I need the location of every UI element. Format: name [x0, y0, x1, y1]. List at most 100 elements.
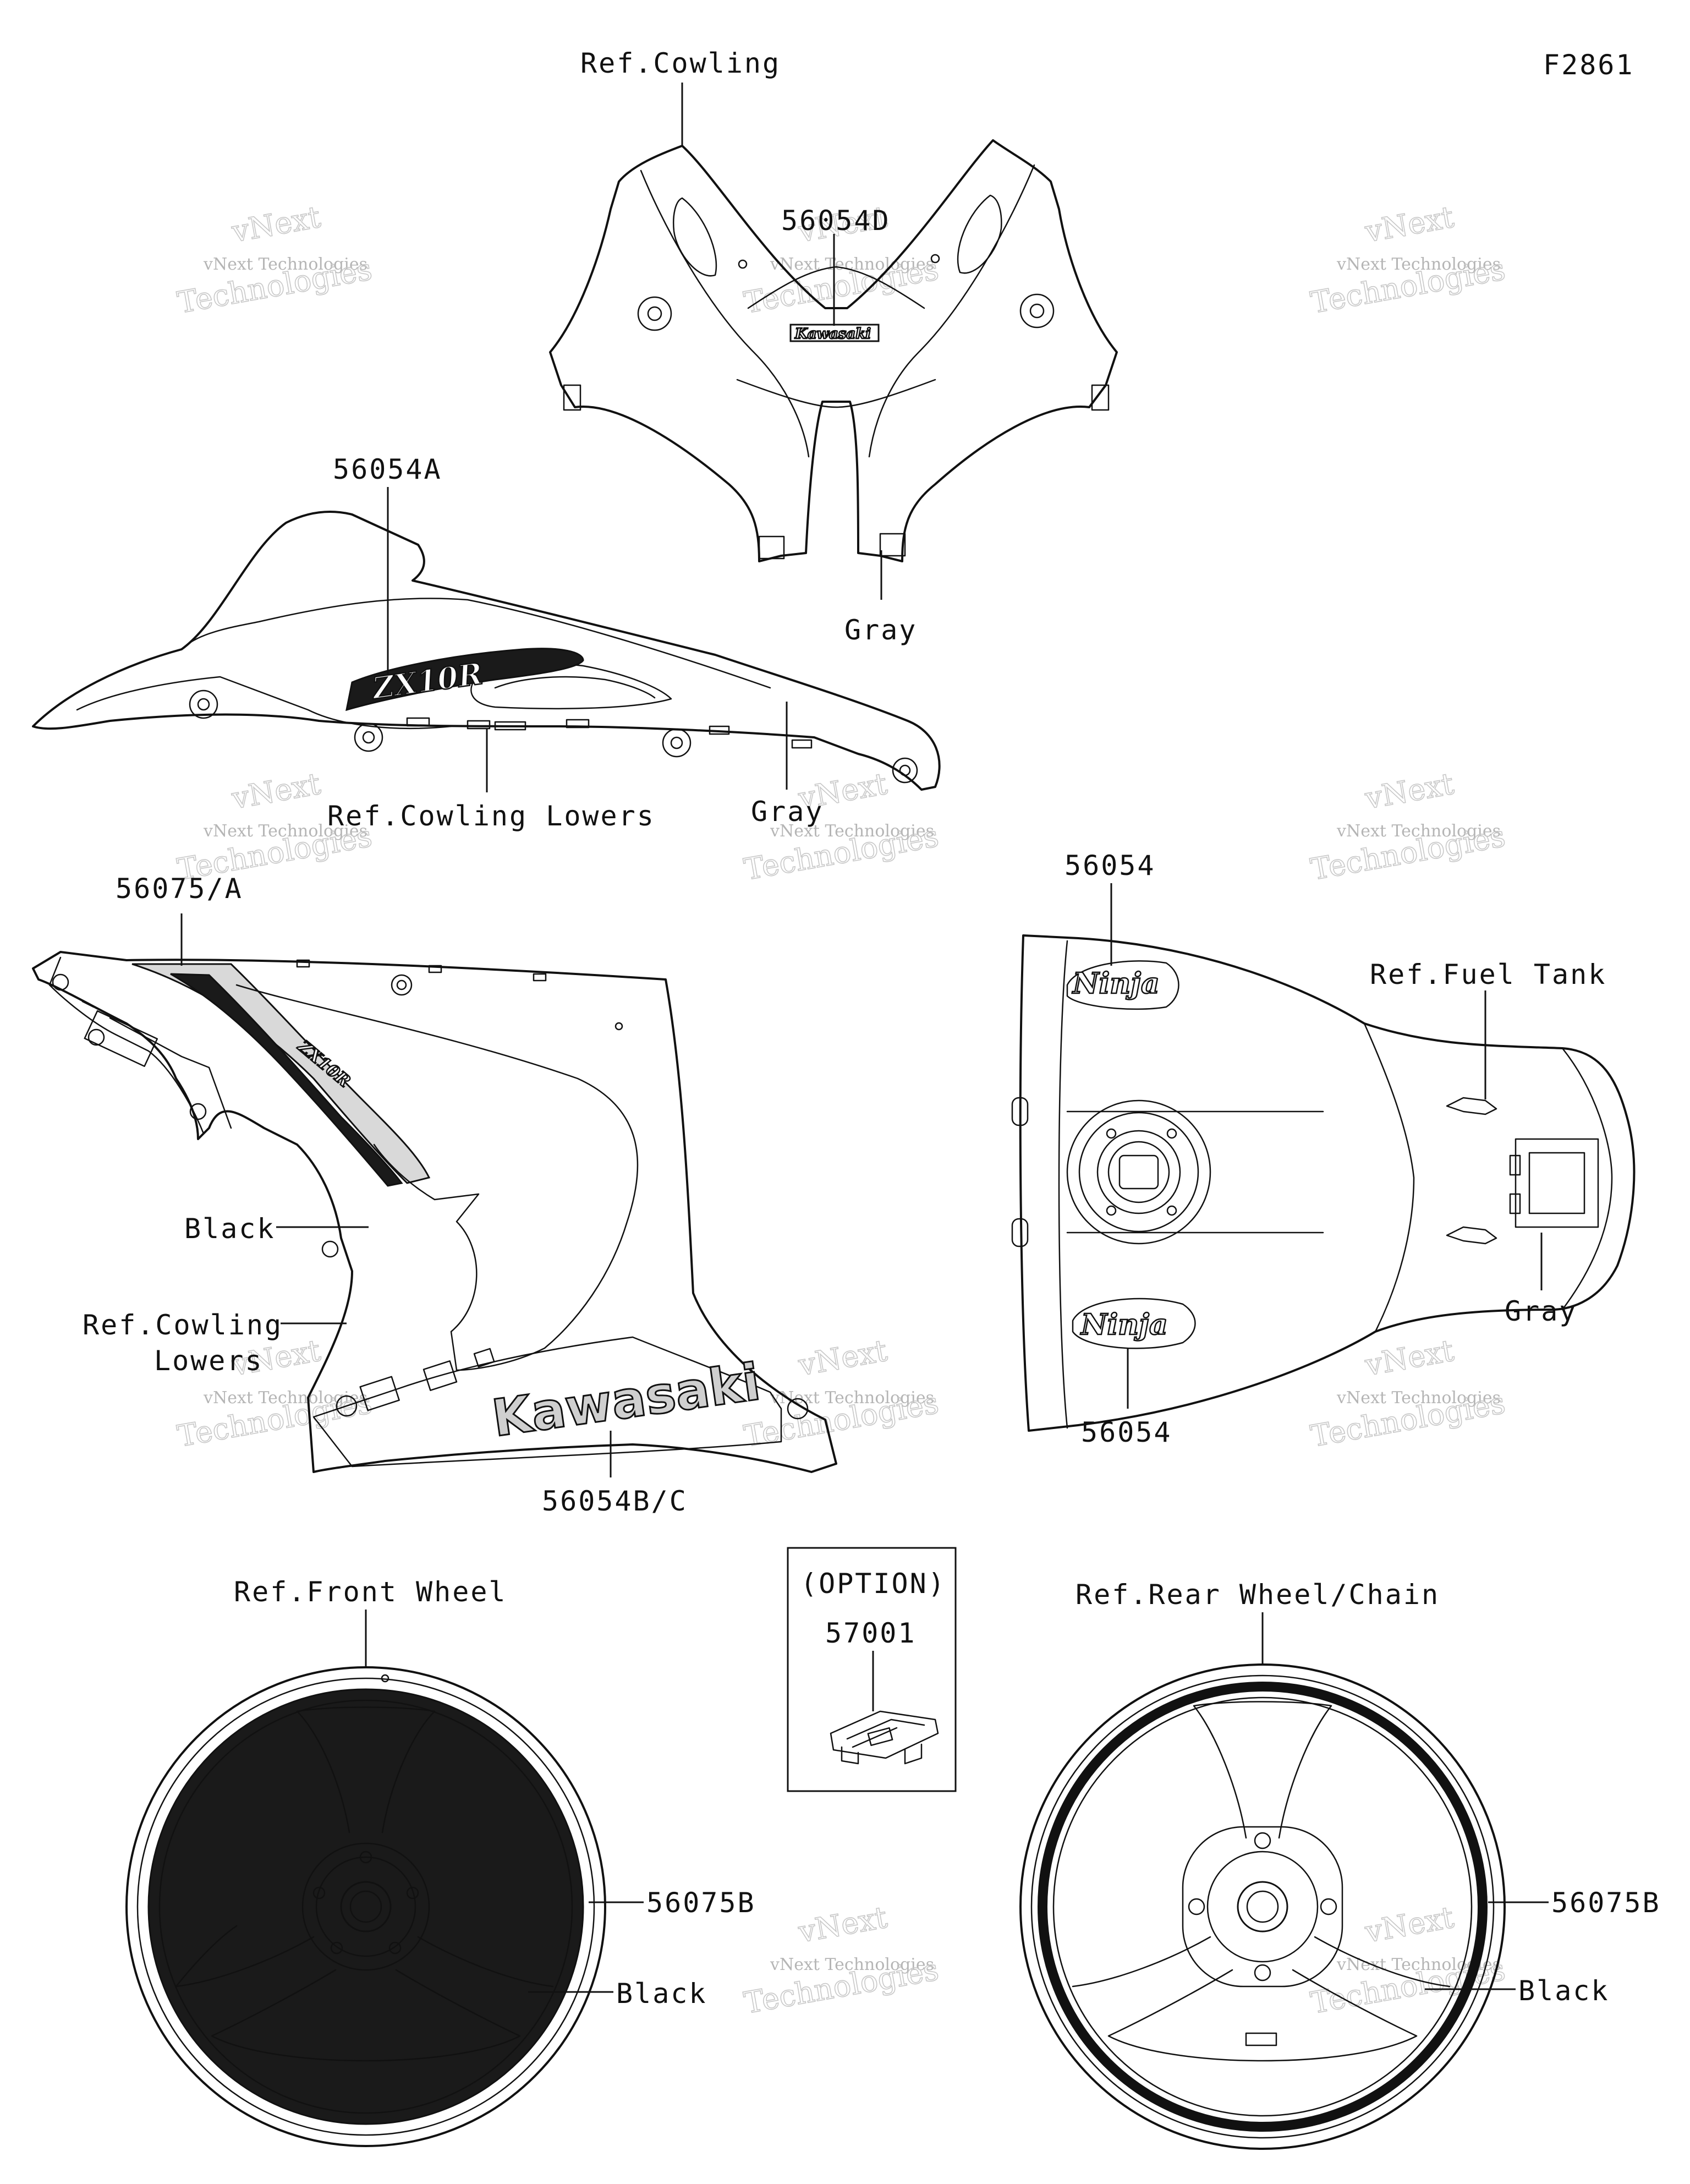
- mount-hole-icon: [614, 1022, 623, 1031]
- mount-hole-icon: [670, 736, 683, 749]
- side-fairing-outline: [32, 511, 941, 791]
- side-cowling-panel[interactable]: ZX10R Kawasaki: [32, 951, 837, 1473]
- mount-hole-icon: [336, 1395, 358, 1417]
- watermark-brand: vNext: [1362, 1333, 1457, 1382]
- front-wheel-axle-bore: [349, 1890, 382, 1923]
- mount-tab-icon: [563, 384, 581, 411]
- decal-56054d[interactable]: Kawasaki: [789, 324, 880, 343]
- bolt-icon: [359, 1851, 372, 1864]
- front-wheel-axle-icon: [340, 1881, 392, 1933]
- label-ref-fuel-tank: Ref.Fuel Tank: [1370, 959, 1606, 990]
- label-56054-bottom[interactable]: 56054: [1081, 1416, 1172, 1448]
- mount-tab-icon: [1011, 1218, 1029, 1247]
- rear-wheel-axle-bore: [1246, 1890, 1279, 1923]
- valve-icon: [1245, 2032, 1277, 2046]
- bolt-icon: [1254, 1832, 1271, 1849]
- mount-hole-icon: [930, 254, 940, 264]
- fuel-cap-key-slot: [1118, 1154, 1159, 1190]
- fuel-cap-icon: [1096, 1130, 1181, 1214]
- mount-hole-icon: [892, 757, 918, 784]
- side-cowling-front-structure: [48, 956, 232, 1135]
- rear-wheel-axle-icon: [1237, 1881, 1288, 1933]
- mount-hole-icon: [1166, 1128, 1177, 1139]
- bolt-icon: [1320, 1898, 1337, 1915]
- option-box-frame: [787, 1547, 957, 1792]
- watermark-text: vNext Technologies: [203, 822, 367, 841]
- label-ref-cowling-lowers-top: Ref.Cowling Lowers: [327, 800, 655, 832]
- mount-hole-icon: [189, 689, 218, 719]
- decal-56075a-stripe-inner: [170, 973, 403, 1187]
- decal-ninja-bottom[interactable]: Ninja: [1072, 1298, 1196, 1349]
- side-cowling-cutout: [84, 1010, 158, 1067]
- side-cowling-vent-icon: [473, 1348, 495, 1368]
- decal-56054d-plate: [789, 324, 880, 342]
- label-56075b-front[interactable]: 56075B: [646, 1887, 756, 1919]
- decal-56054a-band: [345, 648, 584, 711]
- mount-hole-icon: [396, 979, 407, 990]
- decal-56054bc-text[interactable]: Kawasaki: [488, 1351, 765, 1449]
- front-wheel-rim-outer: [136, 1677, 595, 2136]
- label-56054-top[interactable]: 56054: [1065, 850, 1156, 882]
- label-black-front: Black: [616, 1978, 707, 2010]
- mount-tab-icon: [1509, 1193, 1521, 1214]
- side-cowling-kawasaki-frame: [312, 1336, 782, 1468]
- mount-hole-icon: [738, 259, 748, 269]
- rear-wheel-hub: [1182, 1826, 1343, 1988]
- watermark-brand: vNext: [795, 1900, 890, 1949]
- mount-tab-icon: [406, 717, 430, 727]
- label-56054a[interactable]: 56054A: [333, 453, 442, 485]
- mount-hole-icon: [662, 728, 692, 758]
- decal-56075b-rear-stripe: [1038, 1682, 1488, 2132]
- fuel-tank-rear-edge: [1561, 1047, 1613, 1311]
- front-wheel-hub: [301, 1842, 430, 1971]
- option-box[interactable]: (OPTION) 57001: [787, 1547, 957, 1792]
- label-ref-front-wheel: Ref.Front Wheel: [234, 1576, 507, 1608]
- upper-cowling-windscreen-line: [747, 266, 925, 309]
- bolt-icon: [312, 1886, 326, 1900]
- watermark-text: vNext Technologies: [770, 1955, 934, 1974]
- mount-hole-icon: [52, 973, 69, 991]
- fuel-tank-bracket-bottom: [1446, 1226, 1497, 1245]
- label-gray-fairing: Gray: [751, 796, 824, 828]
- fuel-cap-center: [1107, 1141, 1170, 1203]
- decal-56054a-text[interactable]: ZX10R: [369, 655, 486, 707]
- fuel-cap-outer: [1066, 1099, 1211, 1245]
- mount-tab-icon: [709, 725, 730, 735]
- upper-cowling-outline: [549, 139, 1118, 562]
- label-56075b-rear[interactable]: 56075B: [1551, 1887, 1661, 1919]
- upper-cowling-nose: [736, 379, 936, 408]
- front-wheel[interactable]: [125, 1666, 606, 2147]
- label-56075a[interactable]: 56075/A: [116, 873, 243, 905]
- front-wheel-rim-inner: [158, 1699, 573, 2114]
- mount-hole-icon: [1106, 1128, 1117, 1139]
- mount-hole-icon: [1166, 1205, 1177, 1216]
- upper-cowling[interactable]: Kawasaki: [549, 139, 1118, 562]
- mount-tab-icon: [879, 533, 906, 557]
- mount-tab-icon: [494, 721, 526, 731]
- mount-tab-icon: [533, 973, 547, 982]
- side-cowling-black-section: [235, 984, 639, 1371]
- mount-hole-icon: [1019, 293, 1055, 329]
- rear-wheel-spokes: [1072, 1701, 1451, 2062]
- fuel-tank-inner-edge: [1058, 940, 1415, 1429]
- bolt-icon: [388, 1941, 402, 1955]
- watermark-brand: vNext: [229, 199, 323, 249]
- mount-hole-icon: [354, 722, 383, 752]
- fuel-tank[interactable]: Ninja Ninja: [1011, 934, 1636, 1432]
- label-56054bc[interactable]: 56054B/C: [542, 1485, 688, 1517]
- mount-hole-icon: [391, 974, 413, 996]
- label-ref-cowling-line1: Ref.Cowling: [83, 1309, 283, 1341]
- decal-ninja-top[interactable]: Ninja: [1066, 960, 1179, 1010]
- watermark: vNext vNext Technologies Technologies: [1308, 766, 1508, 888]
- label-black-rear: Black: [1518, 1975, 1610, 2007]
- mount-hole-icon: [647, 306, 662, 321]
- decal-ninja-bottom-shape: [1072, 1298, 1196, 1349]
- rear-wheel[interactable]: [1019, 1663, 1506, 2150]
- label-57001[interactable]: 57001: [825, 1617, 917, 1649]
- decal-ninja-top-shape: [1066, 960, 1179, 1010]
- watermark-brand: vNext: [1362, 1900, 1457, 1949]
- label-56054d[interactable]: 56054D: [781, 205, 891, 237]
- mount-hole-icon: [197, 698, 210, 711]
- watermark: vNext vNext Technologies Technologies: [1308, 199, 1508, 321]
